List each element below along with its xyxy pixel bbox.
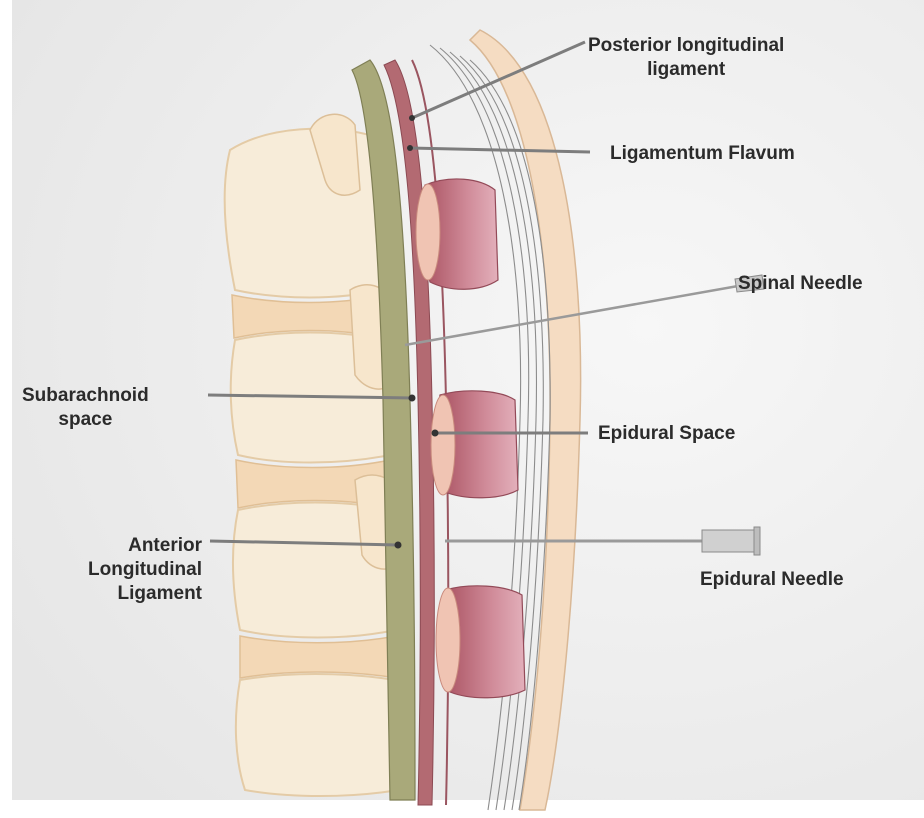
label-posterior-longitudinal-ligament: Posterior longitudinal ligament <box>588 34 784 82</box>
label-epidural-space-text: Epidural Space <box>598 422 735 446</box>
label-subarachnoid-line-2: space <box>22 408 149 432</box>
label-spinal-needle-text: Spinal Needle <box>738 272 863 296</box>
label-anterior-line-1: Anterior <box>52 534 202 558</box>
label-subarachnoid-line-1: Subarachnoid <box>22 384 149 408</box>
label-anterior-longitudinal-ligament: Anterior Longitudinal Ligament <box>52 534 202 606</box>
label-ligamentum-flavum-text: Ligamentum Flavum <box>610 142 795 166</box>
label-anterior-line-2: Longitudinal <box>52 558 202 582</box>
label-epidural-space: Epidural Space <box>598 422 735 446</box>
white-frame-left <box>0 0 12 818</box>
label-posterior-line-2: ligament <box>588 58 784 82</box>
label-epidural-needle-text: Epidural Needle <box>700 568 844 592</box>
label-anterior-line-3: Ligament <box>52 582 202 606</box>
label-subarachnoid-space: Subarachnoid space <box>22 384 149 432</box>
label-posterior-line-1: Posterior longitudinal <box>588 34 784 58</box>
white-frame-bottom <box>0 800 924 818</box>
label-spinal-needle: Spinal Needle <box>738 272 863 296</box>
label-epidural-needle: Epidural Needle <box>700 568 844 592</box>
label-ligamentum-flavum: Ligamentum Flavum <box>610 142 795 166</box>
